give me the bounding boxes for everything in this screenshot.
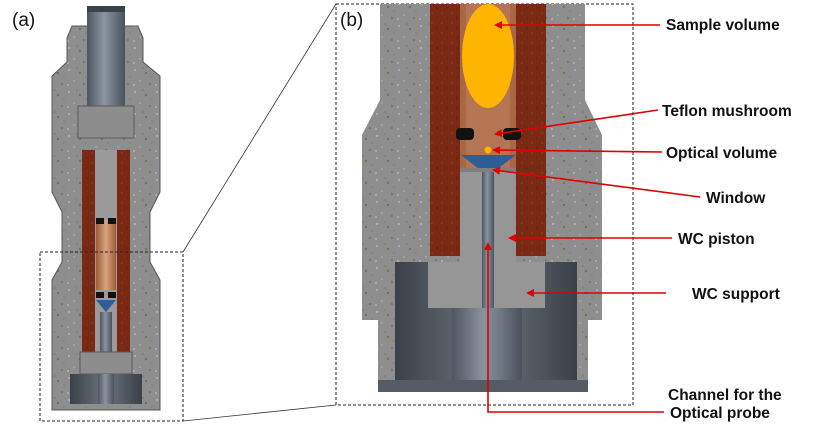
panel-b-label: (b) (340, 10, 363, 31)
teflon-mushroom-right (503, 128, 521, 140)
teflon-mushroom-left (456, 128, 474, 140)
panel-a-zoom-box (39, 251, 184, 422)
optical-volume-dot (484, 146, 492, 154)
label-optical-volume: Optical volume (666, 145, 777, 162)
arrow-window (492, 166, 701, 198)
panel-a-support (79, 351, 133, 375)
zoom-line-bottom (182, 404, 337, 422)
arrow-optical-volume (492, 146, 663, 155)
label-sample-volume: Sample volume (666, 17, 780, 34)
panel-a-teflon-cell (96, 220, 116, 290)
panel-a: (a) (12, 6, 184, 422)
callout-labels: Sample volume Teflon mushroom Optical vo… (662, 17, 792, 422)
arrow-channel (484, 242, 664, 413)
label-wc-piston: WC piston (678, 231, 755, 248)
label-wc-support: WC support (692, 286, 780, 303)
window-cone (461, 155, 516, 176)
panel-b (335, 3, 634, 406)
zoom-line-top (182, 3, 337, 253)
panel-a-top-nut (77, 105, 135, 139)
label-channel-line1: Channel for the (668, 387, 782, 404)
panel-a-label: (a) (12, 10, 35, 31)
label-channel-line2: Optical probe (670, 405, 770, 422)
callouts (484, 21, 701, 413)
sample-volume-ellipse (462, 4, 514, 108)
arrow-teflon-mushroom (494, 109, 659, 138)
label-window: Window (706, 190, 766, 207)
panel-a-window (96, 300, 116, 312)
label-teflon-mushroom: Teflon mushroom (662, 103, 792, 120)
